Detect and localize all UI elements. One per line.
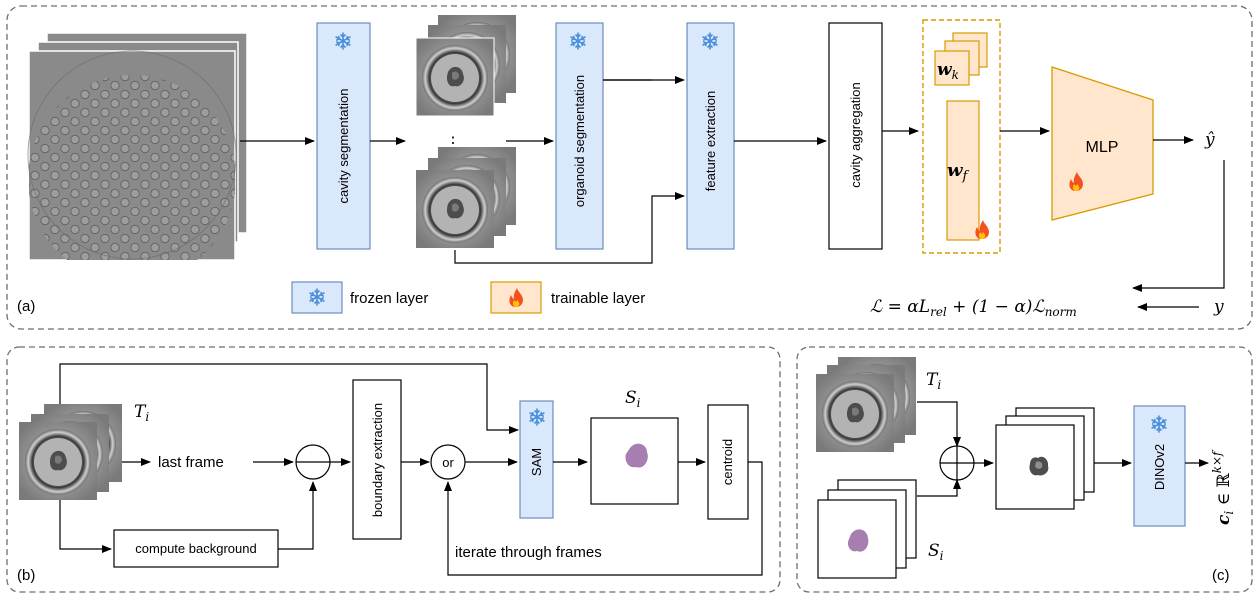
b-t-subscript: i xyxy=(145,410,149,424)
loss-rel-subscript: rel xyxy=(930,305,947,319)
panel-c-label: (c) xyxy=(1212,567,1230,584)
compute-background-block xyxy=(113,529,279,568)
dinov2-label: DINOv2 xyxy=(1152,444,1167,490)
y-hat-label: ŷ xyxy=(1204,130,1215,150)
weights-group xyxy=(922,19,1001,254)
c-s-subscript: i xyxy=(940,549,944,563)
panel-b-label: (b) xyxy=(17,567,35,584)
panel-b-frame xyxy=(6,346,781,593)
c-output-superscript: k×f xyxy=(1210,449,1224,473)
centroid-label: centroid xyxy=(720,439,735,485)
b-s-subscript: i xyxy=(637,396,641,410)
cavity-segmentation-label: cavity segmentation xyxy=(336,89,351,204)
legend-frozen-label: frozen layer xyxy=(350,290,428,307)
centroid-block xyxy=(707,404,749,520)
organoid-segmentation-block xyxy=(555,22,604,250)
panel-a-frame xyxy=(6,5,1253,330)
wf-subscript: f xyxy=(962,169,970,184)
c-output-label: c xyxy=(1214,514,1234,525)
loss-formula-mid: + (1 − α)ℒ xyxy=(947,297,1046,317)
feature-extraction-label: feature extraction xyxy=(703,91,718,191)
panel-c-frame xyxy=(796,346,1253,593)
microwell-image-stack xyxy=(27,32,248,261)
boundary-extraction-block xyxy=(352,379,402,540)
organoid-mask xyxy=(625,443,648,468)
svg-text:ci ∈ ℝk×f: ci ∈ ℝk×f xyxy=(1210,449,1236,525)
cavity-image-stack-bottom xyxy=(416,147,516,248)
c-t-label: T xyxy=(926,370,939,390)
svg-text:Ti: Ti xyxy=(926,370,941,392)
cavity-image-stack-top xyxy=(415,15,516,117)
cavity-segmentation-block xyxy=(316,22,371,250)
c-mask-stack xyxy=(817,479,917,579)
svg-text:wk: wk xyxy=(937,60,959,82)
panel-a-label: (a) xyxy=(17,298,35,315)
feature-extraction-block xyxy=(686,22,735,250)
wf-label: w xyxy=(947,160,964,181)
svg-text:Ti: Ti xyxy=(134,402,149,424)
loss-norm-subscript: norm xyxy=(1045,305,1077,319)
y-label: y xyxy=(1213,297,1224,317)
wf-block xyxy=(946,100,980,241)
cavity-aggregation-block xyxy=(828,22,883,250)
c-s-label: S xyxy=(928,541,940,561)
loss-formula: ℒ = αL xyxy=(870,297,930,317)
wk-subscript: k xyxy=(952,68,959,82)
svg-text:ℒ = αLrel + (1 − α)ℒnorm: ℒ = αLrel + (1 − α)ℒnorm xyxy=(870,297,1077,319)
c-output-space: ∈ ℝ xyxy=(1214,472,1234,510)
svg-text:wf: wf xyxy=(947,160,970,184)
svg-text:Si: Si xyxy=(928,541,944,563)
cavity-aggregation-label: cavity aggregation xyxy=(848,82,863,188)
last-frame-label: last frame xyxy=(158,454,224,471)
c-output-subscript: i xyxy=(1222,511,1236,515)
legend-trainable-label: trainable layer xyxy=(551,290,645,307)
iterate-label: iterate through frames xyxy=(455,544,602,561)
organoid-crop-stack xyxy=(995,407,1095,510)
b-t-label: T xyxy=(134,402,147,422)
b-s-label: S xyxy=(625,388,637,408)
boundary-extraction-label: boundary extraction xyxy=(370,403,385,517)
mlp-label: MLP xyxy=(1086,139,1119,156)
c-timelapse-stack xyxy=(816,357,916,452)
or-label: or xyxy=(442,455,454,470)
svg-text:Si: Si xyxy=(625,388,641,410)
compute-background-label: compute background xyxy=(135,541,256,556)
timelapse-image-stack xyxy=(19,404,122,500)
c-t-subscript: i xyxy=(937,378,941,392)
wk-label: w xyxy=(937,60,953,80)
sam-label: SAM xyxy=(529,448,544,476)
organoid-segmentation-label: organoid segmentation xyxy=(572,75,587,207)
wk-stack xyxy=(934,32,988,86)
